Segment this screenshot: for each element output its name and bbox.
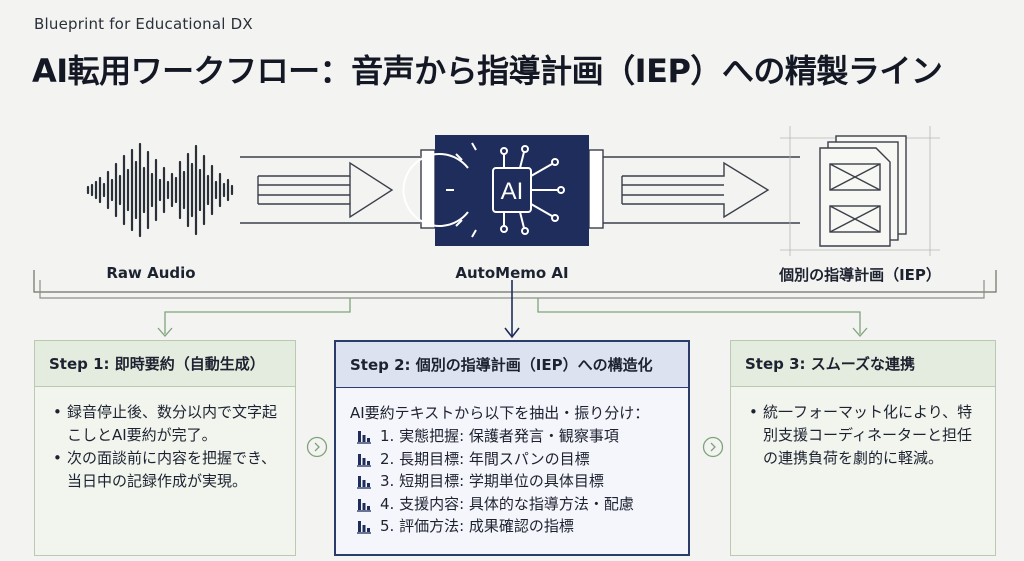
list-item: 次の面談前に内容を把握でき、当日中の記録作成が実現。 — [53, 447, 285, 493]
step-3-card: Step 3: スムーズな連携 統一フォーマット化により、特別支援コーディネータ… — [730, 340, 996, 556]
bar-chart-icon — [357, 521, 371, 534]
step-1-title: Step 1: 即時要約（自動生成） — [35, 341, 295, 387]
step-1-bullets: 録音停止後、数分以内で文字起こしとAI要約が完了。 次の面談前に内容を把握でき、… — [35, 401, 295, 493]
list-item: 録音停止後、数分以内で文字起こしとAI要約が完了。 — [53, 401, 285, 447]
bar-chart-icon — [357, 453, 371, 467]
doc-label: 個別の指導計画（IEP） — [779, 266, 941, 284]
step-1-card: Step 1: 即時要約（自動生成） 録音停止後、数分以内で文字起こしとAI要約… — [34, 340, 296, 556]
right-arrow-icon — [603, 156, 800, 224]
list-item-text: 1. 実態把握: 保護者発言・観察事項 — [380, 427, 619, 445]
eyebrow: Blueprint for Educational DX — [34, 15, 253, 33]
connector-right — [588, 149, 604, 229]
list-item: 5. 評価方法: 成果確認の指標 — [356, 515, 688, 538]
step-3-title: Step 3: スムーズな連携 — [731, 341, 995, 387]
connector-left — [420, 149, 436, 229]
waveform-icon — [86, 142, 234, 238]
chevron-right-circle-icon — [306, 436, 328, 458]
list-item-text: 2. 長期目標: 年間スパンの目標 — [380, 449, 590, 468]
list-item-text: 5. 評価方法: 成果確認の指標 — [380, 517, 574, 535]
step-3-bullets: 統一フォーマット化により、特別支援コーディネーターと担任の連携負荷を劇的に軽減。 — [731, 401, 995, 470]
chevron-right-circle-icon — [702, 436, 724, 458]
branch-arrow-center — [504, 280, 520, 339]
bar-chart-icon — [357, 431, 371, 444]
audio-label: Raw Audio — [106, 264, 196, 282]
list-item-text: 3. 短期目標: 学期単位の具体目標 — [380, 472, 604, 490]
step-2-intro: AI要約テキストから以下を抽出・振り分け： — [350, 404, 650, 422]
ai-label: AutoMemo AI — [455, 264, 569, 282]
right-arrow-icon — [240, 156, 420, 224]
branch-arrows-green — [157, 298, 868, 337]
list-item: 1. 実態把握: 保護者発言・観察事項 — [356, 425, 688, 448]
bar-chart-icon — [357, 498, 371, 512]
list-item: 統一フォーマット化により、特別支援コーディネーターと担任の連携負荷を劇的に軽減。 — [749, 401, 985, 470]
step-2-title: Step 2: 個別の指導計画（IEP）への構造化 — [336, 342, 688, 388]
list-item-text: 4. 支援内容: 具体的な指導方法・配慮 — [380, 494, 634, 513]
list-item: 2. 長期目標: 年間スパンの目標 — [356, 448, 688, 471]
document-stack-icon — [780, 126, 940, 256]
list-item: 4. 支援内容: 具体的な指導方法・配慮 — [356, 493, 688, 516]
page-title: AI転用ワークフロー：音声から指導計画（IEP）への精製ライン — [32, 52, 943, 90]
ai-badge-text: AI — [501, 178, 524, 205]
ai-gear-chip-icon — [402, 142, 565, 238]
bar-chart-icon — [357, 476, 371, 489]
step-2-card: Step 2: 個別の指導計画（IEP）への構造化 AI要約テキストから以下を抽… — [334, 340, 690, 556]
step-2-items: 1. 実態把握: 保護者発言・観察事項 2. 長期目標: 年間スパンの目標 3. 短… — [336, 425, 688, 538]
list-item: 3. 短期目標: 学期単位の具体目標 — [356, 470, 688, 493]
